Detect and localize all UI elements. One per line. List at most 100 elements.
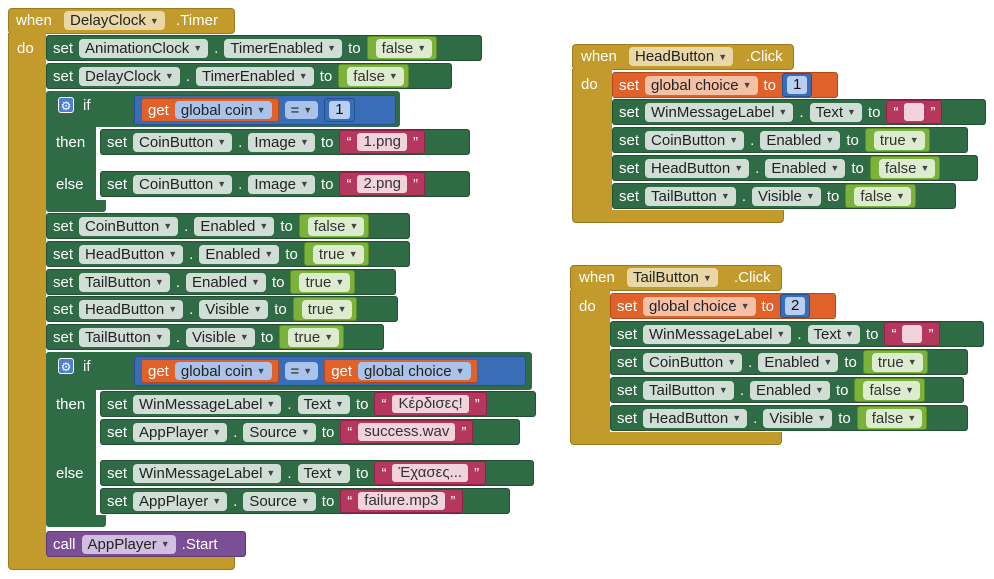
bool-value[interactable]: false▼ (854, 378, 926, 402)
bool-value[interactable]: false▼ (298, 214, 370, 238)
property-dropdown[interactable]: Visible▼ (199, 299, 269, 319)
number-value[interactable]: 2 (780, 294, 811, 318)
bool-value[interactable]: false▼ (338, 64, 409, 88)
property-dropdown[interactable]: Source▼ (243, 491, 316, 511)
mutator-gear-icon[interactable]: ⚙ (58, 97, 74, 113)
component-dropdown[interactable]: AppPlayer▼ (133, 491, 228, 511)
text-value[interactable]: “failure.mp3” (340, 489, 463, 513)
property-dropdown[interactable]: Text▼ (297, 463, 350, 483)
component-dropdown[interactable]: AnimationClock▼ (79, 38, 209, 58)
component-dropdown[interactable]: CoinButton▼ (79, 216, 179, 236)
component-dropdown[interactable]: WinMessageLabel▼ (133, 463, 282, 483)
property-dropdown[interactable]: TimerEnabled▼ (224, 38, 343, 58)
text-value[interactable]: “Κέρδισες!” (374, 392, 487, 416)
property-dropdown[interactable]: Enabled▼ (185, 272, 266, 292)
property-dropdown[interactable]: Enabled▼ (758, 352, 839, 372)
number-value[interactable]: 1 (782, 73, 813, 97)
bool-value[interactable]: false▼ (366, 36, 438, 60)
component-dropdown[interactable]: HeadButton▼ (645, 158, 750, 178)
text-value[interactable]: “success.wav” (340, 420, 474, 444)
text-value[interactable]: “Έχασες...” (374, 461, 487, 485)
set-coinbutton-image-1[interactable]: set CoinButton▼ . Image▼ to “1.png” (100, 129, 470, 155)
property-dropdown[interactable]: Enabled▼ (765, 158, 846, 178)
property-dropdown[interactable]: Source▼ (243, 422, 316, 442)
bool-value[interactable]: true▼ (279, 325, 345, 349)
set-delayclock-timerenabled[interactable]: set DelayClock▼ . TimerEnabled▼ to false… (46, 63, 452, 89)
set-coinbutton-image-2[interactable]: set CoinButton▼ . Image▼ to “2.png” (100, 171, 470, 197)
component-dropdown[interactable]: WinMessageLabel▼ (645, 102, 794, 122)
component-dropdown[interactable]: AppPlayer▼ (133, 422, 228, 442)
property-dropdown[interactable]: Text▼ (807, 324, 860, 344)
event-component-dropdown[interactable]: TailButton▼ (627, 268, 718, 287)
component-dropdown[interactable]: TailButton▼ (645, 186, 736, 206)
call-appplayer-start[interactable]: call AppPlayer▼ .Start (46, 531, 246, 557)
event-component-dropdown[interactable]: HeadButton▼ (629, 47, 734, 66)
when-label: when (16, 12, 52, 29)
bool-value[interactable]: false▼ (845, 184, 916, 208)
text-value[interactable]: “1.png” (339, 130, 426, 154)
component-dropdown[interactable]: TailButton▼ (79, 272, 170, 292)
component-dropdown[interactable]: TailButton▼ (643, 380, 734, 400)
bool-value[interactable]: true▼ (290, 270, 356, 294)
bool-value[interactable]: true▼ (862, 350, 928, 374)
text-value[interactable]: “” (884, 322, 941, 346)
property-dropdown[interactable]: Enabled▼ (199, 244, 280, 264)
operator-dropdown[interactable]: =▼ (284, 362, 319, 380)
component-dropdown[interactable]: TailButton▼ (79, 327, 170, 347)
bool-value[interactable]: true▼ (303, 242, 369, 266)
component-dropdown[interactable]: HeadButton▼ (643, 408, 748, 428)
bool-value[interactable]: false▼ (869, 156, 941, 180)
mutator-gear-icon[interactable]: ⚙ (58, 358, 74, 374)
component-dropdown[interactable]: WinMessageLabel▼ (133, 394, 282, 414)
property-dropdown[interactable]: Enabled▼ (749, 380, 830, 400)
property-dropdown[interactable]: Text▼ (297, 394, 350, 414)
operator-dropdown[interactable]: =▼ (284, 101, 319, 119)
number-value[interactable]: 1 (324, 98, 355, 122)
property-dropdown[interactable]: TimerEnabled▼ (195, 66, 314, 86)
component-dropdown[interactable]: HeadButton▼ (79, 244, 184, 264)
bool-value[interactable]: true▼ (292, 297, 358, 321)
property-dropdown[interactable]: Visible▼ (751, 186, 821, 206)
bool-value[interactable]: false▼ (856, 406, 928, 430)
set-animationclock-timerenabled[interactable]: set AnimationClock▼ . TimerEnabled▼ to f… (46, 35, 482, 61)
component-dropdown[interactable]: DelayClock▼ (79, 66, 180, 86)
bool-value[interactable]: true▼ (864, 128, 930, 152)
component-dropdown[interactable]: CoinButton▼ (643, 352, 743, 372)
text-value[interactable]: “2.png” (339, 172, 426, 196)
component-dropdown[interactable]: HeadButton▼ (79, 299, 184, 319)
property-dropdown[interactable]: Visible▼ (185, 327, 255, 347)
component-dropdown[interactable]: CoinButton▼ (645, 130, 745, 150)
property-dropdown[interactable]: Visible▼ (763, 408, 833, 428)
property-dropdown[interactable]: Text▼ (809, 102, 862, 122)
component-dropdown[interactable]: AppPlayer▼ (81, 534, 176, 554)
text-value[interactable]: “” (886, 100, 943, 124)
event-component-dropdown[interactable]: DelayClock▼ (64, 11, 165, 30)
component-dropdown[interactable]: WinMessageLabel▼ (643, 324, 792, 344)
property-dropdown[interactable]: Enabled▼ (760, 130, 841, 150)
property-dropdown[interactable]: Enabled▼ (194, 216, 275, 236)
